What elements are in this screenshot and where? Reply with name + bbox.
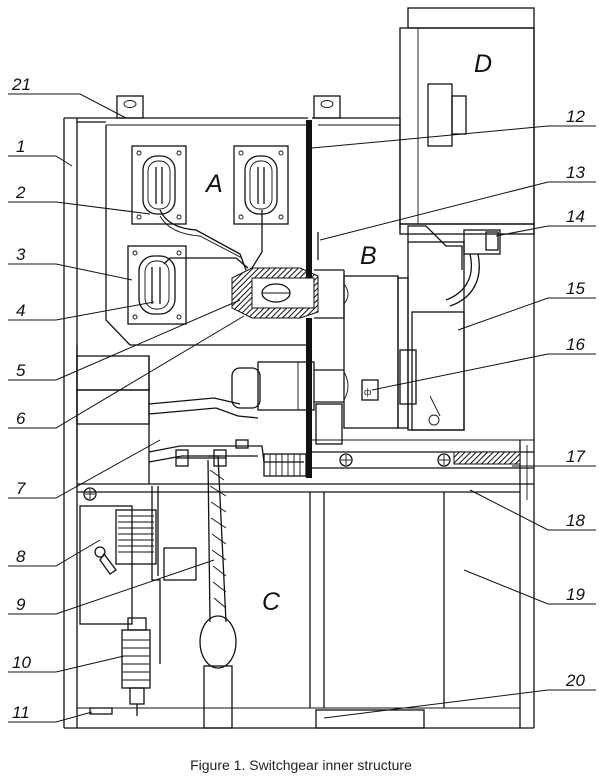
- earthing-spring: [263, 453, 307, 477]
- callout-20: 20: [565, 671, 585, 690]
- lifting-lugs: [116, 95, 341, 119]
- callout-1: 1: [16, 137, 25, 156]
- section-label-b: B: [360, 242, 377, 270]
- callout-18: 18: [566, 511, 585, 530]
- callout-19: 19: [566, 585, 585, 604]
- section-label-a: A: [204, 170, 223, 198]
- callout-4: 4: [16, 301, 25, 320]
- callout-10: 10: [12, 653, 31, 672]
- callout-14: 14: [566, 207, 585, 226]
- callout-8: 8: [16, 547, 26, 566]
- callout-16: 16: [566, 335, 585, 354]
- callout-13: 13: [566, 163, 585, 182]
- section-label-d: D: [474, 50, 492, 78]
- busbar-compartment-a: [105, 125, 306, 346]
- cable-compartment-c: [79, 455, 445, 729]
- callout-6: 6: [16, 409, 26, 428]
- callout-7: 7: [16, 479, 26, 498]
- floor-plate: [77, 483, 534, 501]
- section-label-c: C: [262, 588, 281, 616]
- figure-caption: Figure 1. Switchgear inner structure: [190, 757, 412, 773]
- callout-11: 11: [12, 703, 30, 722]
- callout-15: 15: [566, 279, 585, 298]
- callout-9: 9: [16, 595, 26, 614]
- svg-text:ф: ф: [364, 387, 372, 397]
- callout-5: 5: [16, 361, 26, 380]
- callout-21: 21: [11, 75, 31, 94]
- callout-12: 12: [566, 107, 585, 126]
- partition-plate: [306, 120, 319, 478]
- callout-2: 2: [15, 183, 26, 202]
- callout-3: 3: [16, 245, 26, 264]
- contact-spout: [231, 267, 349, 319]
- mechanism-spring: [118, 515, 154, 553]
- callout-17: 17: [566, 447, 585, 466]
- lv-compartment-d: [399, 7, 535, 235]
- mid-left-area: [76, 345, 307, 484]
- leader-lines: [8, 93, 596, 723]
